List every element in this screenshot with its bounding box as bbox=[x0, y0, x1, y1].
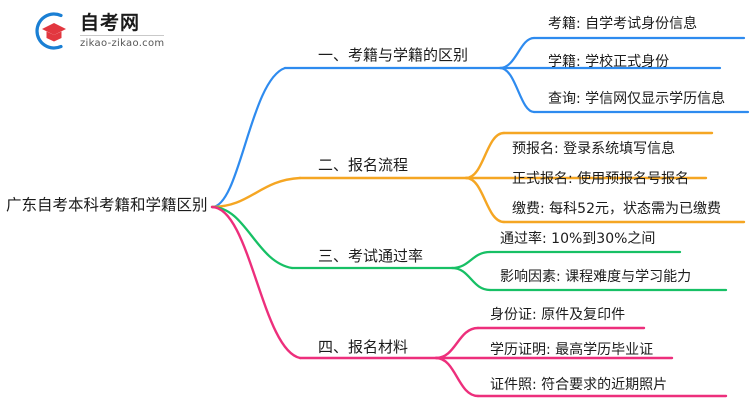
mindmap-leaf-node[interactable]: 证件照: 符合要求的近期照片 bbox=[490, 377, 668, 393]
logo-domain: zikao-zikao.com bbox=[80, 37, 165, 49]
branch-connector-4 bbox=[210, 205, 728, 398]
mindmap-branch-node-1[interactable]: 一、考籍与学籍的区别 bbox=[318, 46, 469, 64]
mindmap-root-node[interactable]: 广东自考本科考籍和学籍区别 bbox=[6, 196, 208, 214]
branch-connector-3 bbox=[210, 205, 728, 292]
mindmap-leaf-node[interactable]: 学历证明: 最高学历毕业证 bbox=[490, 342, 654, 358]
mindmap-leaf-node[interactable]: 影响因素: 课程难度与学习能力 bbox=[500, 269, 692, 285]
mindmap-branch-node-3[interactable]: 三、考试通过率 bbox=[318, 247, 424, 265]
mindmap-leaf-node[interactable]: 缴费: 每科52元，状态需为已缴费 bbox=[512, 201, 721, 217]
logo-glyph-icon bbox=[35, 12, 66, 50]
site-logo: 自考网 zikao-zikao.com bbox=[28, 8, 218, 54]
mindmap-leaf-node[interactable]: 考籍: 自学考试身份信息 bbox=[548, 16, 698, 32]
branch-connector-2 bbox=[210, 131, 746, 224]
mindmap-branch-node-4[interactable]: 四、报名材料 bbox=[318, 338, 409, 356]
mindmap-leaf-node[interactable]: 学籍: 学校正式身份 bbox=[548, 54, 670, 70]
mindmap-leaf-node[interactable]: 身份证: 原件及复印件 bbox=[490, 307, 626, 323]
logo-mark-icon bbox=[28, 8, 74, 54]
mindmap-branch-node-2[interactable]: 二、报名流程 bbox=[318, 156, 409, 174]
logo-title: 自考网 bbox=[80, 13, 165, 36]
branch-connector-1 bbox=[210, 36, 750, 209]
mindmap-leaf-node[interactable]: 预报名: 登录系统填写信息 bbox=[512, 141, 676, 157]
mindmap-leaf-node[interactable]: 通过率: 10%到30%之间 bbox=[500, 231, 656, 247]
mindmap-leaf-node[interactable]: 正式报名: 使用预报名号报名 bbox=[512, 171, 690, 187]
mindmap-leaf-node[interactable]: 查询: 学信网仅显示学历信息 bbox=[548, 91, 726, 107]
